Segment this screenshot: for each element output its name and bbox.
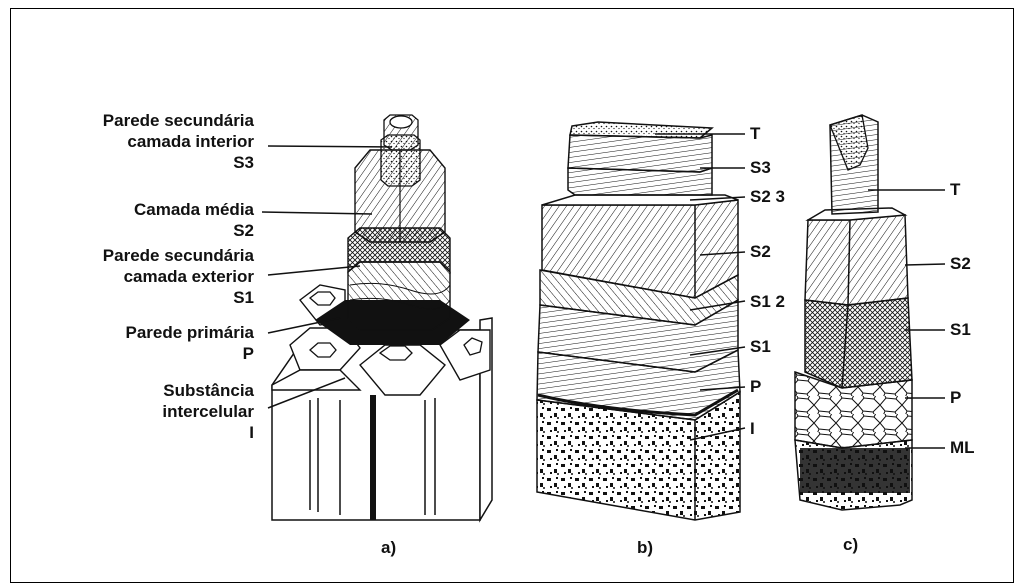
label-p-code: P	[242, 344, 254, 363]
label-b-s1: S1	[750, 337, 771, 356]
label-c-t: T	[950, 180, 961, 199]
label-c-ml: ML	[950, 438, 975, 457]
label-s1-code: S1	[233, 288, 254, 307]
label-s1-line1: Parede secundária	[102, 246, 254, 265]
label-b-i: I	[750, 419, 755, 438]
label-s2-line1: Camada média	[134, 200, 254, 219]
diagram-c	[794, 114, 946, 511]
label-c-p: P	[950, 388, 962, 407]
caption-b: b)	[637, 538, 654, 557]
label-s2-code: S2	[233, 221, 254, 240]
label-c-s2: S2	[950, 254, 971, 273]
label-i-code: I	[249, 423, 254, 442]
label-s1-line2: camada exterior	[123, 267, 254, 286]
label-b-s2-3: S2 3	[750, 187, 785, 206]
label-i-line2: intercelular	[162, 402, 254, 421]
caption-a: a)	[381, 538, 397, 557]
label-p-line1: Parede primária	[125, 323, 254, 342]
figure-frame	[10, 8, 1014, 583]
caption-c: c)	[843, 535, 859, 554]
label-i-line1: Substância	[163, 381, 254, 400]
diagram-a	[261, 114, 493, 523]
diagram-b	[536, 121, 746, 521]
label-b-s2: S2	[750, 242, 771, 261]
label-b-s3: S3	[750, 158, 771, 177]
label-c-s1: S1	[950, 320, 971, 339]
label-s3-line2: camada interior	[127, 132, 254, 151]
label-s3-code: S3	[233, 153, 254, 172]
label-b-t: T	[750, 124, 761, 143]
label-s3-line1: Parede secundária	[102, 111, 254, 130]
label-b-s1-2: S1 2	[750, 292, 785, 311]
label-b-p: P	[750, 377, 762, 396]
